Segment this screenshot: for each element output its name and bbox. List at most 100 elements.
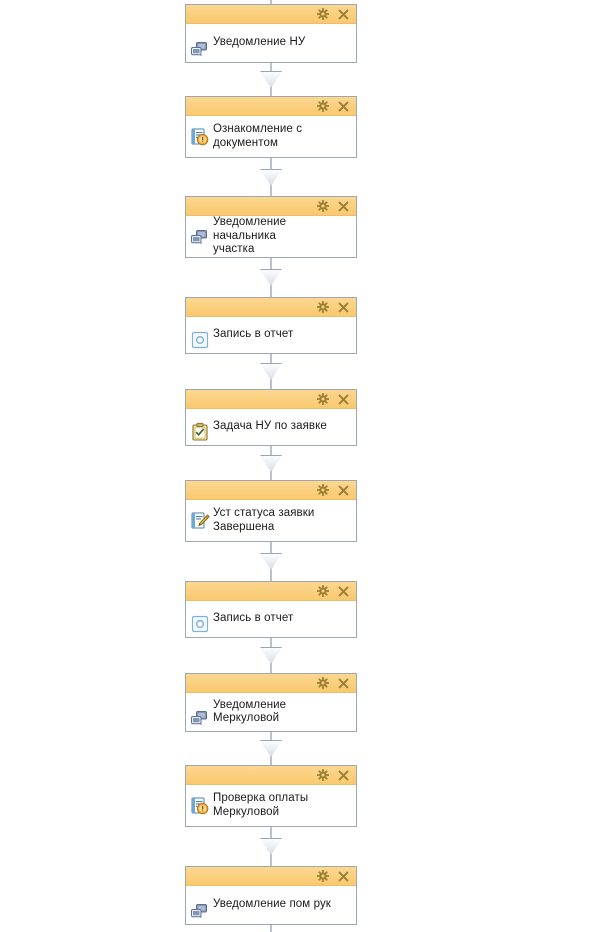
node-card-header[interactable] bbox=[186, 5, 356, 24]
workflow-node-card[interactable]: Уведомление пом рук bbox=[185, 866, 357, 925]
node-card-body[interactable]: Задача НУ по заявке bbox=[186, 409, 356, 445]
node-close-button[interactable] bbox=[337, 769, 350, 782]
connector-arrowhead bbox=[260, 838, 282, 855]
node-settings-button[interactable] bbox=[316, 8, 329, 21]
close-icon bbox=[338, 871, 349, 881]
connector-arrow bbox=[185, 354, 357, 389]
workflow-node-card[interactable]: Уведомление НУ bbox=[185, 4, 357, 63]
task-clipboard-icon bbox=[192, 422, 208, 441]
connector-stub-bottom bbox=[185, 925, 357, 932]
close-icon bbox=[338, 770, 349, 780]
workflow-node-card[interactable]: Проверка оплаты Меркуловой bbox=[185, 765, 357, 827]
node-card-header[interactable] bbox=[186, 97, 356, 116]
workflow-node-card[interactable]: Запись в отчет bbox=[185, 297, 357, 354]
workflow-node-card[interactable]: Ознакомление с документом bbox=[185, 96, 357, 158]
gear-icon bbox=[316, 393, 329, 405]
node-card-body[interactable]: Запись в отчет bbox=[186, 317, 356, 353]
node-card-header[interactable] bbox=[186, 766, 356, 785]
node-card-header[interactable] bbox=[186, 298, 356, 317]
node-close-button[interactable] bbox=[337, 200, 350, 213]
node-card-header[interactable] bbox=[186, 582, 356, 601]
report-ring-icon bbox=[191, 615, 209, 633]
workflow-node-card[interactable]: Уведомление Меркуловой bbox=[185, 673, 357, 732]
gear-icon bbox=[316, 484, 329, 496]
node-settings-button[interactable] bbox=[316, 585, 329, 598]
node-card-body[interactable]: Уведомление Меркуловой bbox=[186, 693, 356, 731]
node-close-button[interactable] bbox=[337, 393, 350, 406]
workflow-node-card[interactable]: Запись в отчет bbox=[185, 581, 357, 638]
connector-arrow bbox=[185, 827, 357, 866]
node-settings-button[interactable] bbox=[316, 301, 329, 314]
node-settings-button[interactable] bbox=[316, 200, 329, 213]
notification-icon bbox=[191, 904, 207, 919]
connector-stub-top bbox=[185, 0, 357, 4]
node-card-header[interactable] bbox=[186, 481, 356, 500]
node-close-button[interactable] bbox=[337, 100, 350, 113]
gear-icon bbox=[316, 100, 329, 112]
node-close-button[interactable] bbox=[337, 484, 350, 497]
gear-icon bbox=[316, 870, 329, 882]
connector-arrowhead bbox=[260, 169, 282, 186]
node-card-title: Уведомление НУ bbox=[213, 36, 306, 49]
connector-arrow bbox=[185, 158, 357, 196]
node-card-body[interactable]: Ознакомление с документом bbox=[186, 116, 356, 157]
connector-arrow bbox=[185, 258, 357, 297]
node-card-title: Проверка оплаты Меркуловой bbox=[213, 792, 309, 818]
workflow-node-card[interactable]: Задача НУ по заявке bbox=[185, 389, 357, 446]
connector-arrow bbox=[185, 63, 357, 96]
gear-icon bbox=[316, 769, 329, 781]
node-card-body[interactable]: Проверка оплаты Меркуловой bbox=[186, 785, 356, 826]
node-card-title: Задача НУ по заявке bbox=[213, 420, 327, 433]
connector-arrow bbox=[185, 542, 357, 581]
close-icon bbox=[338, 101, 349, 111]
notification-icon bbox=[191, 229, 207, 244]
connector-arrow bbox=[185, 638, 357, 673]
close-icon bbox=[338, 302, 349, 312]
node-settings-button[interactable] bbox=[316, 100, 329, 113]
node-card-body[interactable]: Уведомление НУ bbox=[186, 24, 356, 62]
connector-arrowhead bbox=[260, 363, 282, 380]
node-settings-button[interactable] bbox=[316, 677, 329, 690]
connector-arrowhead bbox=[260, 71, 282, 88]
notification-icon bbox=[191, 42, 207, 57]
gear-icon bbox=[316, 677, 329, 689]
node-card-title: Уведомление начальника участка bbox=[213, 216, 287, 256]
gear-icon bbox=[316, 8, 329, 20]
close-icon bbox=[338, 9, 349, 19]
node-card-title: Уведомление пом рук bbox=[213, 898, 331, 911]
node-card-body[interactable]: Запись в отчет bbox=[186, 601, 356, 637]
close-icon bbox=[338, 485, 349, 495]
node-card-body[interactable]: Уведомление пом рук bbox=[186, 886, 356, 924]
gear-icon bbox=[316, 301, 329, 313]
node-card-title: Запись в отчет bbox=[213, 328, 294, 341]
connector-arrow bbox=[185, 732, 357, 765]
node-card-header[interactable] bbox=[186, 674, 356, 693]
node-card-body[interactable]: Уст статуса заявки Завершена bbox=[186, 500, 356, 541]
node-close-button[interactable] bbox=[337, 301, 350, 314]
node-close-button[interactable] bbox=[337, 8, 350, 21]
close-icon bbox=[338, 394, 349, 404]
node-close-button[interactable] bbox=[337, 870, 350, 883]
gear-icon bbox=[316, 200, 329, 212]
document-alert-icon bbox=[191, 797, 209, 814]
node-settings-button[interactable] bbox=[316, 393, 329, 406]
node-card-header[interactable] bbox=[186, 390, 356, 409]
connector-arrowhead bbox=[260, 269, 282, 286]
node-card-title: Запись в отчет bbox=[213, 612, 294, 625]
node-card-header[interactable] bbox=[186, 867, 356, 886]
node-settings-button[interactable] bbox=[316, 870, 329, 883]
close-icon bbox=[338, 201, 349, 211]
workflow-node-card[interactable]: Уст статуса заявки Завершена bbox=[185, 480, 357, 542]
node-close-button[interactable] bbox=[337, 677, 350, 690]
connector-line bbox=[270, 0, 272, 4]
node-settings-button[interactable] bbox=[316, 484, 329, 497]
node-card-body[interactable]: Уведомление начальника участка bbox=[186, 216, 356, 257]
node-settings-button[interactable] bbox=[316, 769, 329, 782]
connector-arrowhead bbox=[260, 740, 282, 757]
node-close-button[interactable] bbox=[337, 585, 350, 598]
node-card-header[interactable] bbox=[186, 197, 356, 216]
gear-icon bbox=[316, 585, 329, 597]
workflow-node-card[interactable]: Уведомление начальника участка bbox=[185, 196, 357, 258]
document-alert-icon bbox=[191, 128, 209, 145]
notification-icon bbox=[191, 711, 207, 726]
